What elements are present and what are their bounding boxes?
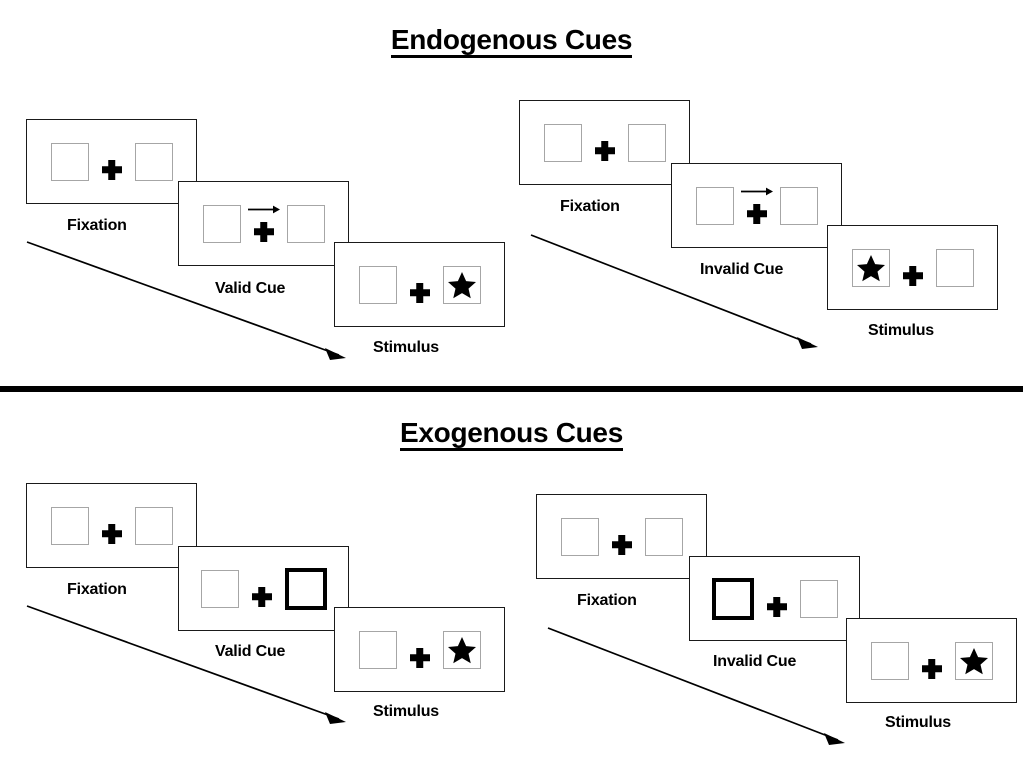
display-area [828,226,997,309]
frame-endogenous-invalid-fixation[interactable] [519,100,690,185]
center-stack [410,266,430,304]
frame-endogenous-valid-fixation[interactable] [26,119,197,204]
frame-endogenous-invalid-stimulus[interactable] [827,225,998,310]
center-stack [102,507,122,545]
time-flow-arrow-icon [26,605,346,724]
section-divider [0,386,1023,392]
star-icon [856,254,885,281]
frame-exogenous-valid-cue[interactable] [178,546,349,631]
placeholder-box-right [442,630,481,669]
fixation-cross-icon [767,597,787,617]
placeholder-box-left [202,204,241,243]
fixation-cross-icon [102,160,122,180]
caption-exogenous-valid-cue: Valid Cue [215,643,286,660]
center-stack [612,518,632,556]
arrow-right-cue-icon [740,187,773,195]
caption-exogenous-invalid-cue: Invalid Cue [713,653,797,670]
fixation-cross-icon [747,204,767,224]
placeholder-box-right [286,204,325,243]
frame-exogenous-valid-fixation[interactable] [26,483,197,568]
display-area [690,557,859,640]
display-area [672,164,841,247]
placeholder-box-left [200,569,239,608]
center-stack [595,124,615,162]
caption-endogenous-valid-stimulus: Stimulus [373,339,439,356]
frame-endogenous-valid-stimulus[interactable] [334,242,505,327]
placeholder-box-left [870,641,909,680]
star-icon [959,647,988,674]
caption-exogenous-invalid-fixation: Fixation [577,592,637,609]
placeholder-box-right [779,186,818,225]
center-stack [767,580,787,618]
frame-exogenous-invalid-cue[interactable] [689,556,860,641]
display-area [27,484,196,567]
frame-endogenous-valid-cue[interactable] [178,181,349,266]
time-flow-arrow-icon [530,234,818,349]
section-title-exogenous: Exogenous Cues [0,417,1023,452]
section-title-endogenous-text: Endogenous Cues [390,25,632,59]
caption-endogenous-invalid-cue: Invalid Cue [700,261,784,278]
caption-endogenous-invalid-stimulus: Stimulus [868,322,934,339]
center-stack [740,187,773,225]
display-area [335,608,504,691]
display-area [27,120,196,203]
center-stack [903,249,923,287]
placeholder-box-left [50,506,89,545]
placeholder-box-left [695,186,734,225]
time-flow-arrow-icon [26,241,346,360]
star-icon [447,636,476,663]
display-area [179,182,348,265]
frame-endogenous-invalid-cue[interactable] [671,163,842,248]
star-icon [447,271,476,298]
placeholder-box-left [50,142,89,181]
arrow-right-cue-icon [247,205,280,213]
placeholder-box-left-highlighted [711,577,754,620]
center-stack [922,642,942,680]
placeholder-box-right-highlighted [284,567,327,610]
placeholder-box-left [560,517,599,556]
display-area [847,619,1016,702]
display-area [520,101,689,184]
caption-exogenous-valid-fixation: Fixation [67,581,127,598]
placeholder-box-right [134,142,173,181]
frame-exogenous-valid-stimulus[interactable] [334,607,505,692]
placeholder-box-right [134,506,173,545]
placeholder-box-right [799,579,838,618]
placeholder-box-left [851,248,890,287]
fixation-cross-icon [410,283,430,303]
center-stack [247,205,280,243]
placeholder-box-left [543,123,582,162]
frame-exogenous-invalid-fixation[interactable] [536,494,707,579]
caption-exogenous-invalid-stimulus: Stimulus [885,714,951,731]
fixation-cross-icon [595,141,615,161]
fixation-cross-icon [922,659,942,679]
placeholder-box-right [442,265,481,304]
display-area [537,495,706,578]
placeholder-box-left [358,265,397,304]
placeholder-box-right [627,123,666,162]
section-title-exogenous-text: Exogenous Cues [400,418,623,452]
fixation-cross-icon [410,648,430,668]
caption-endogenous-valid-cue: Valid Cue [215,280,286,297]
fixation-cross-icon [102,524,122,544]
placeholder-box-right [935,248,974,287]
time-flow-arrow-icon [547,627,845,745]
fixation-cross-icon [903,266,923,286]
placeholder-box-right [644,517,683,556]
display-area [335,243,504,326]
fixation-cross-icon [612,535,632,555]
caption-exogenous-valid-stimulus: Stimulus [373,703,439,720]
caption-endogenous-valid-fixation: Fixation [67,217,127,234]
placeholder-box-left [358,630,397,669]
placeholder-box-right [954,641,993,680]
section-title-endogenous: Endogenous Cues [0,24,1023,59]
display-area [179,547,348,630]
center-stack [410,631,430,669]
frame-exogenous-invalid-stimulus[interactable] [846,618,1017,703]
center-stack [102,143,122,181]
caption-endogenous-invalid-fixation: Fixation [560,198,620,215]
